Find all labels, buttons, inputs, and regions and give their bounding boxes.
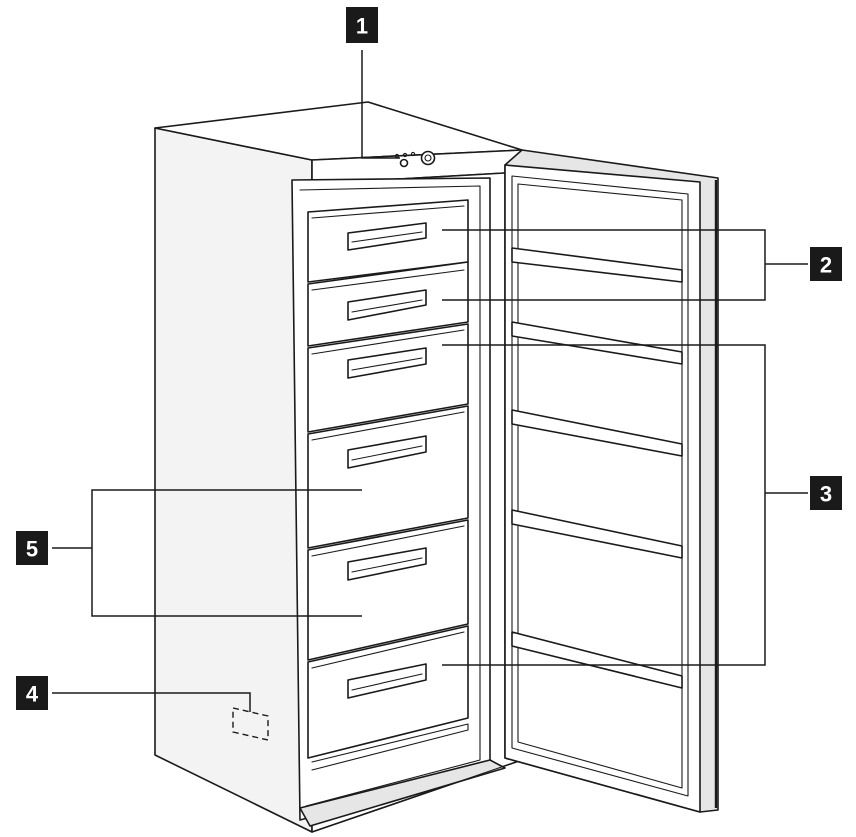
callout-5: 5 — [16, 531, 48, 565]
leader-lines — [52, 50, 808, 712]
drawer-1 — [307, 199, 469, 283]
rating-plate — [232, 707, 269, 741]
drawer-5 — [307, 519, 469, 661]
callout-4-label: 4 — [26, 682, 39, 707]
callout-2-label: 2 — [820, 253, 832, 278]
door-shelf — [511, 247, 683, 283]
drawer-4 — [307, 405, 469, 549]
callout-3-label: 3 — [820, 482, 832, 507]
drawer-2 — [307, 261, 469, 347]
callout-5-label: 5 — [26, 537, 38, 562]
door-shelf — [511, 631, 683, 689]
door-shelf — [511, 509, 683, 559]
door-shelf — [511, 409, 683, 457]
door-shelf — [511, 321, 683, 365]
callout-1: 1 — [346, 7, 378, 43]
drawers — [307, 199, 469, 771]
callout-3: 3 — [810, 476, 842, 510]
drawer-3 — [307, 323, 469, 433]
callout-2: 2 — [810, 247, 842, 281]
door — [504, 149, 719, 813]
callout-4: 4 — [16, 676, 48, 710]
drawer-6 — [307, 625, 469, 759]
callout-1-label: 1 — [356, 14, 368, 39]
